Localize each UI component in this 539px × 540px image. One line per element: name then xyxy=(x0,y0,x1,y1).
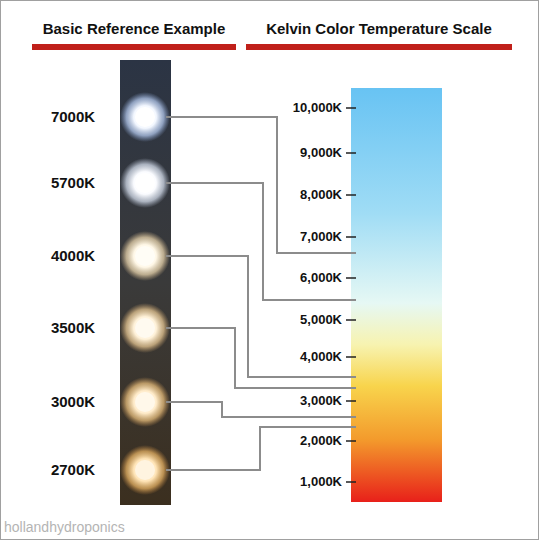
reference-label: 3000K xyxy=(51,393,95,410)
tick-mark xyxy=(346,277,356,279)
reference-label: 5700K xyxy=(51,174,95,191)
led-glow xyxy=(120,158,170,208)
heading-underline xyxy=(32,44,236,50)
tick-mark xyxy=(346,481,356,483)
watermark: hollandhydroponics xyxy=(4,519,125,535)
led-strip xyxy=(120,60,171,505)
heading-underline xyxy=(246,44,512,50)
scale-label: 3,000K xyxy=(299,394,343,409)
reference-label: 4000K xyxy=(51,247,95,264)
scale-label: 1,000K xyxy=(299,475,343,490)
tick-mark xyxy=(346,440,356,442)
led xyxy=(135,173,155,193)
tick-mark xyxy=(346,400,356,402)
led-glow xyxy=(120,231,170,281)
scale-label: 10,000K xyxy=(292,101,343,116)
scale-label: 4,000K xyxy=(299,350,343,365)
tick-mark xyxy=(346,107,356,109)
scale-label: 9,000K xyxy=(299,146,343,161)
led-glow xyxy=(120,445,170,495)
reference-label: 3500K xyxy=(51,319,95,336)
scale-label: 5,000K xyxy=(299,313,343,328)
tick-mark xyxy=(346,319,356,321)
scale-ticks xyxy=(346,108,356,482)
tick-mark xyxy=(346,356,356,358)
led xyxy=(135,318,155,338)
led xyxy=(135,246,155,266)
heading: Basic Reference Example xyxy=(43,20,226,37)
tick-mark xyxy=(346,236,356,238)
heading: Kelvin Color Temperature Scale xyxy=(266,20,492,37)
leader-line xyxy=(166,328,356,388)
tick-mark xyxy=(346,152,356,154)
reference-label: 7000K xyxy=(51,108,95,125)
scale-label: 7,000K xyxy=(299,230,343,245)
led xyxy=(135,460,155,480)
leader-line xyxy=(166,427,356,470)
leader-line xyxy=(166,256,356,377)
color-scale-bar xyxy=(351,88,442,502)
tick-mark xyxy=(346,194,356,196)
leader-lines xyxy=(166,117,356,470)
scale-label: 6,000K xyxy=(299,271,343,286)
leader-line xyxy=(166,117,356,253)
led-glow xyxy=(120,92,170,142)
led-glow xyxy=(120,377,170,427)
led-glow xyxy=(120,303,170,353)
leader-line xyxy=(166,183,356,300)
reference-label: 2700K xyxy=(51,461,95,478)
scale-label: 2,000K xyxy=(299,434,343,449)
led xyxy=(135,107,155,127)
led xyxy=(135,392,155,412)
scale-label: 8,000K xyxy=(299,188,343,203)
